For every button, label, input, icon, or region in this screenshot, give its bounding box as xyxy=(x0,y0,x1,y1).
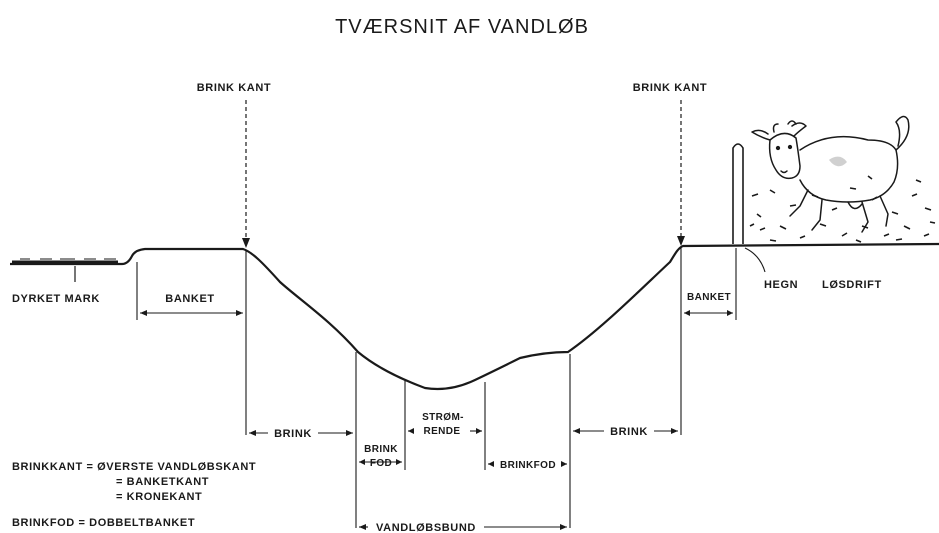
legend-line-1: BRINKKANT = ØVERSTE VANDLØBSKANT xyxy=(12,461,256,473)
vandlobsbund-label: VANDLØBSBUND xyxy=(376,522,476,533)
brinkfod-small-label-2: FOD xyxy=(370,458,392,469)
brinkkant-left-label: BRINK KANT xyxy=(197,82,271,94)
stromrende-label-2: RENDE xyxy=(423,426,460,437)
loose-housing-texture xyxy=(749,175,936,243)
brink-left-label: BRINK xyxy=(274,428,312,440)
brinkfod-right-label: BRINKFOD xyxy=(500,460,556,471)
fence-post-icon xyxy=(732,143,744,244)
banket-right-label: BANKET xyxy=(687,292,731,303)
brinkkant-left-marker xyxy=(242,100,250,248)
channel-profile xyxy=(10,242,939,391)
cow-icon xyxy=(751,115,910,233)
dimension-arrows xyxy=(140,310,733,530)
brinkkant-right-marker xyxy=(677,100,685,246)
banket-left-label: BANKET xyxy=(165,293,214,305)
stromrende-label-1: STRØM- xyxy=(422,412,464,423)
diagram-title: TVÆRSNIT AF VANDLØB xyxy=(335,16,589,38)
legend-line-3: = KRONEKANT xyxy=(116,491,202,503)
hegn-leader xyxy=(744,247,766,273)
brink-right-label: BRINK xyxy=(610,426,648,438)
hegn-label: HEGN xyxy=(764,279,798,291)
legend-line-2: = BANKETKANT xyxy=(116,476,209,488)
reference-lines xyxy=(136,248,737,528)
brinkfod-small-label-1: BRINK xyxy=(364,444,398,455)
dyrket-mark-label: DYRKET MARK xyxy=(12,293,100,305)
legend: BRINKKANT = ØVERSTE VANDLØBSKANT = BANKE… xyxy=(12,461,256,529)
losdrift-label: LØSDRIFT xyxy=(822,279,882,291)
legend-line-4: BRINKFOD = DOBBELTBANKET xyxy=(12,517,195,529)
brinkkant-right-label: BRINK KANT xyxy=(633,82,707,94)
